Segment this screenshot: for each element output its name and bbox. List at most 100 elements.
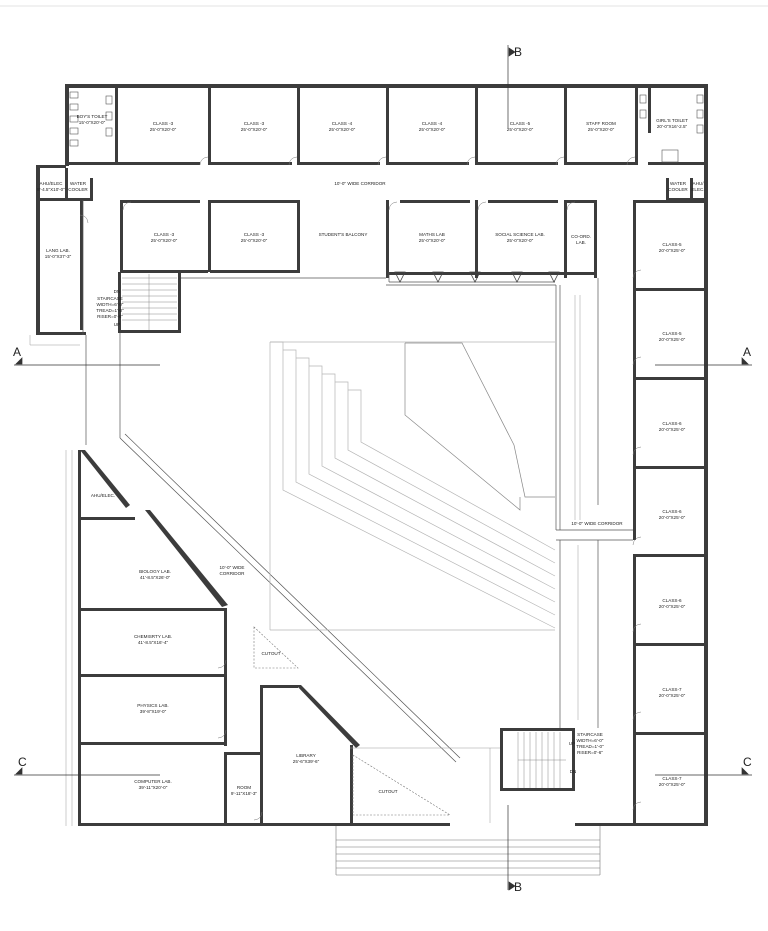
room-size-class-top-4: 25'-0"X20'-0" [419, 127, 446, 132]
section-mark-c-right: C [743, 755, 752, 769]
room-label-water-cooler-left-2: COOLER [68, 187, 88, 192]
room-size-girls-toilet: 20'-0"X16'-2.5" [657, 124, 688, 129]
room-size-class-r5: 20'-0"X25'-0" [659, 604, 686, 609]
stair-bottom-title: STAIRCASE [577, 732, 603, 737]
right-column-walls [633, 200, 708, 826]
room-label-class-r5: CLASS-6 [662, 598, 682, 603]
entrance-steps [335, 826, 601, 876]
section-markers: A A B B C C [13, 45, 752, 894]
room-label-class-r4: CLASS-6 [662, 509, 682, 514]
room-size-maths-lab: 25'-0"X20'-0" [419, 238, 446, 243]
room-size-staff-room: 25'-0"X20'-0" [588, 127, 615, 132]
room-label-boys-toilet: BOY'S TOILET [77, 114, 108, 119]
top-row-walls [36, 88, 708, 201]
room-size-class-mid-1: 25'-0"X20'-0" [151, 238, 178, 243]
stair-treads [122, 274, 566, 788]
stage-outline [404, 342, 555, 511]
room-size-chemistry-lab: 41'-8.5"X16'-4" [138, 640, 169, 645]
left-block-walls [80, 450, 360, 825]
room-label-class-r3: CLASS-6 [662, 421, 682, 426]
section-mark-a-right: A [743, 345, 751, 359]
room-size-class-r6: 20'-0"X25'-0" [659, 693, 686, 698]
room-size-class-r4: 20'-0"X25'-0" [659, 515, 686, 520]
section-lines [14, 45, 752, 891]
room-label-girls-toilet: GIRL'S TOILET [656, 118, 688, 123]
cutouts [253, 626, 452, 816]
stair-top-riser: RISER=0'-6" [97, 314, 123, 319]
room-label-staff-room: STAFF ROOM [586, 121, 616, 126]
room-label-biology-lab: BIOLOGY LAB. [139, 569, 171, 574]
room-label-class-r2: CLASS-5 [662, 331, 682, 336]
room-size-lang-lab: 15'-0"X37'-3" [45, 254, 72, 259]
room-size-class-top-3: 25'-0"X20'-0" [329, 127, 356, 132]
room-label-class-r1: CLASS-5 [662, 242, 682, 247]
room-size-computer-lab: 39'-11"X20'-0" [139, 785, 168, 790]
room-label-ahu-elec-top: AHU/ELEC [40, 181, 64, 186]
balcony-railing [388, 271, 560, 283]
door-swings [79, 156, 642, 821]
room-size-class-r1: 20'-0"X25'-0" [659, 248, 686, 253]
room-label-class-mid-2: CLASS -3 [244, 232, 265, 237]
corridor-right-label: 10'-0" WIDE CORRIDOR [571, 521, 623, 526]
stair-top-title: STAIRCASE [97, 296, 123, 301]
room-size-class-r2: 20'-0"X25'-0" [659, 337, 686, 342]
stair-bottom-width: WIDTH=6'-0" [577, 738, 604, 743]
outer-walls [36, 84, 708, 826]
room-label-room: ROOM [237, 785, 251, 790]
stair-bottom-tread: TREAD=1'-0" [576, 744, 604, 749]
cutout-2-label: CUTOUT [378, 789, 397, 794]
room-size-class-top-1: 25'-0"X20'-0" [150, 127, 177, 132]
room-label-coord-lab-2: LAB. [576, 240, 586, 245]
room-size-class-top-2: 25'-0"X20'-0" [241, 127, 268, 132]
room-size-social-lab: 25'-0"X20'-0" [507, 238, 534, 243]
room-label-class-top-5: CLASS -5 [510, 121, 531, 126]
stair-top-dn: DN [114, 289, 121, 294]
room-label-class-r7: CLASS-7 [662, 776, 682, 781]
section-mark-b-top: B [514, 45, 522, 59]
stair-top-width: WIDTH=6'-0" [97, 302, 124, 307]
stair-bottom-riser: RISER=0'-6" [577, 750, 603, 755]
stair-top-up: UP [114, 322, 120, 327]
room-label-physics-lab: PHYSICS LAB. [137, 703, 168, 708]
room-label-balcony: STUDENT'S BALCONY [319, 232, 368, 237]
corridor-lines [29, 200, 633, 826]
room-size-class-mid-2: 25'-0"X20'-0" [241, 238, 268, 243]
room-size-class-r7: 20'-0"X25'-0" [659, 782, 686, 787]
room-label-class-r6: CLASS-7 [662, 687, 682, 692]
section-mark-a-left: A [13, 345, 21, 359]
room-label-water-cooler-right-2: COOLER [668, 187, 688, 192]
room-label-coord-lab: CO-ORD. [571, 234, 591, 239]
room-label-ahu-elec-right: AHU/ [693, 181, 705, 186]
room-label-class-top-4: CLASS -4 [422, 121, 443, 126]
room-label-class-top-1: CLASS -3 [153, 121, 174, 126]
room-label-class-top-2: CLASS -3 [244, 121, 265, 126]
corridor-top-label: 10'-0" WIDE CORRIDOR [334, 181, 386, 186]
room-size-ahu-elec-top: 8'-4.5"X10'-0" [37, 187, 65, 192]
room-label-chemistry-lab: CHEMISRTY LAB. [134, 634, 172, 639]
cutout-1-label: CUTOUT [261, 651, 280, 656]
room-label-class-top-3: CLASS -4 [332, 121, 353, 126]
room-size-boys-toilet: 15'-0"X20'-0" [79, 120, 106, 125]
room-label-water-cooler-left: WATER [70, 181, 87, 186]
section-mark-b-bottom: B [514, 880, 522, 894]
section-mark-c-left: C [18, 755, 27, 769]
amphitheatre-steps [269, 341, 556, 631]
room-size-biology-lab: 41'-8.5"X26'-0" [140, 575, 171, 580]
room-label-class-mid-1: CLASS -3 [154, 232, 175, 237]
room-label-lang-lab: LANG LAB. [46, 248, 70, 253]
room-label-ahu-elec-left: AHU/ELEC. [91, 493, 115, 498]
second-row-walls [118, 200, 597, 333]
stair-bottom-dn: DN [570, 769, 577, 774]
room-label-social-lab: SOCIAL SCIENCE LAB. [495, 232, 545, 237]
room-size-room: 9'-11"X18'-3" [231, 791, 257, 796]
room-label-computer-lab: COMPUTER LAB. [134, 779, 172, 784]
stair-top-tread: TREAD=1'-0" [96, 308, 124, 313]
room-size-library: 25'-6"X39'-6" [293, 759, 320, 764]
room-label-maths-lab: MATHS LAB [419, 232, 445, 237]
room-size-class-r3: 20'-0"X25'-0" [659, 427, 686, 432]
staircase-bottom-walls [500, 728, 575, 791]
toilet-fixtures [69, 91, 704, 163]
room-size-physics-lab: 39'-8"X19'-0" [140, 709, 167, 714]
room-label-water-cooler-right: WATER [670, 181, 687, 186]
